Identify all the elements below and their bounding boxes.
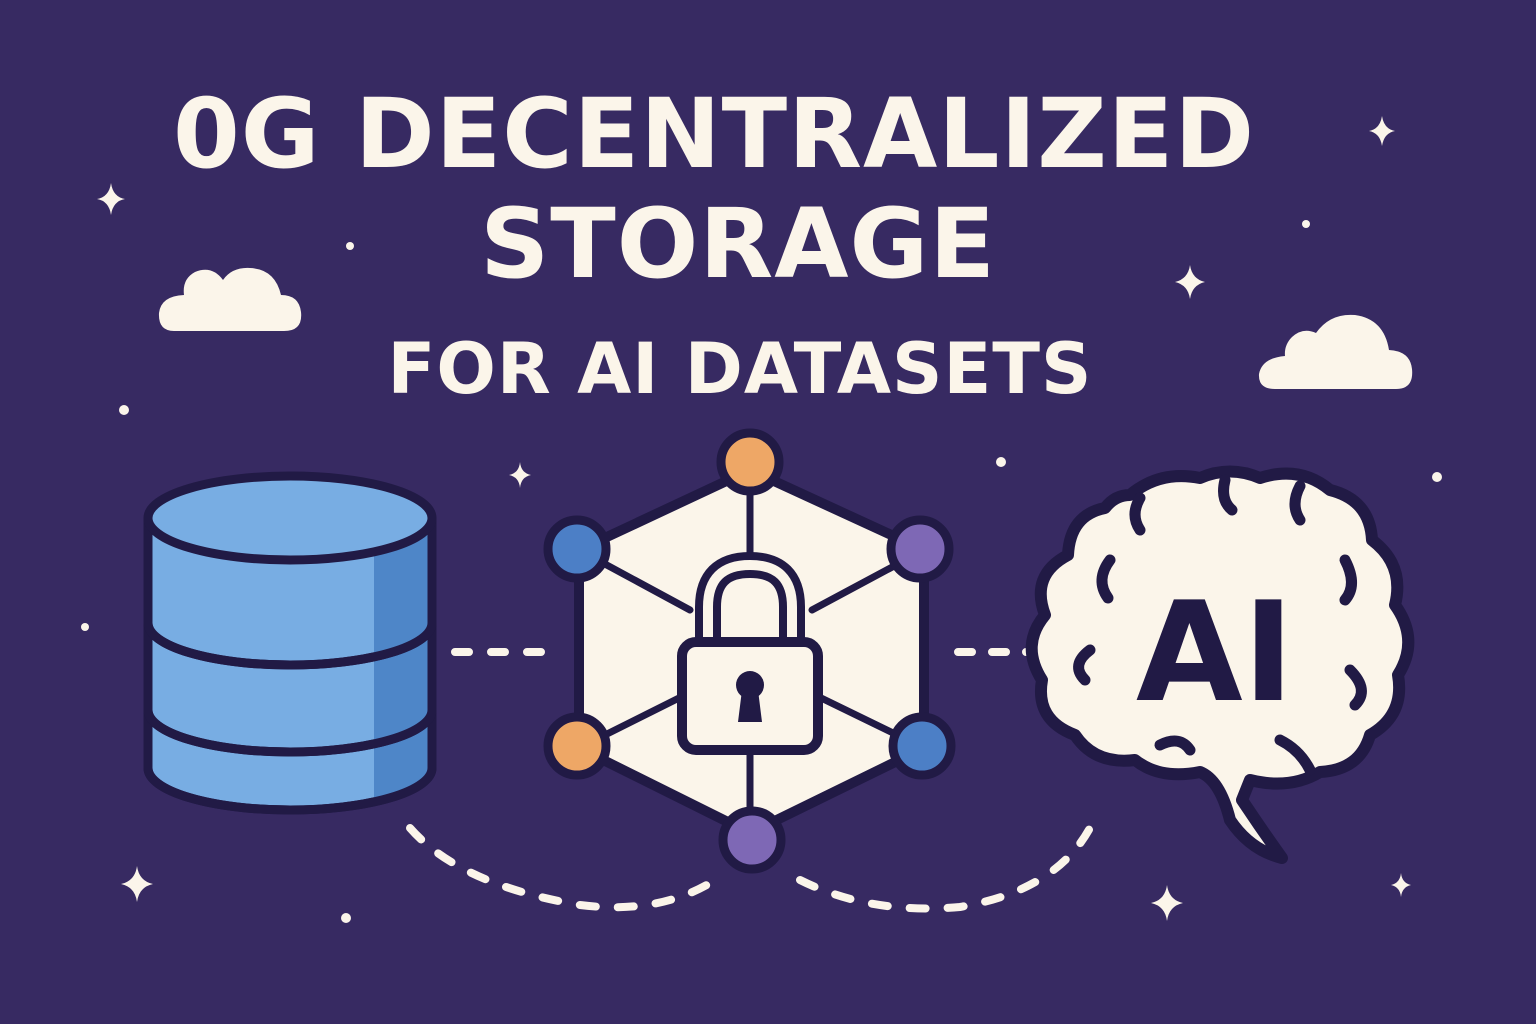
cloud-icon	[158, 267, 302, 331]
network-node-purple	[886, 515, 954, 583]
sparkle-icon	[1175, 265, 1205, 299]
network-node-blue	[888, 712, 956, 780]
padlock-icon	[677, 551, 823, 755]
sparkle-icon	[509, 462, 531, 488]
sparkle-icon	[1391, 873, 1411, 897]
brain-ai-label: AI	[1136, 572, 1294, 733]
sparkles	[97, 116, 1411, 921]
network-node-orange	[716, 428, 784, 496]
sparkle-icon	[97, 183, 125, 215]
cloud-icon	[1258, 314, 1413, 389]
star-dots	[81, 220, 1442, 923]
sparkle-icon	[1151, 885, 1183, 921]
title-line-3: FOR AI DATASETS	[387, 328, 1093, 410]
dashed-connectors	[406, 648, 1097, 913]
brain-icon: AI	[1025, 465, 1415, 864]
sparkle-icon	[1369, 116, 1395, 146]
sparkle-icon	[121, 866, 153, 902]
network-node-purple	[718, 806, 786, 874]
title-line-2: STORAGE	[480, 188, 996, 300]
title-line-1: 0G DECENTRALIZED	[172, 78, 1256, 190]
network-node-blue	[543, 515, 611, 583]
database-icon	[143, 471, 437, 815]
network-node-orange	[543, 712, 611, 780]
